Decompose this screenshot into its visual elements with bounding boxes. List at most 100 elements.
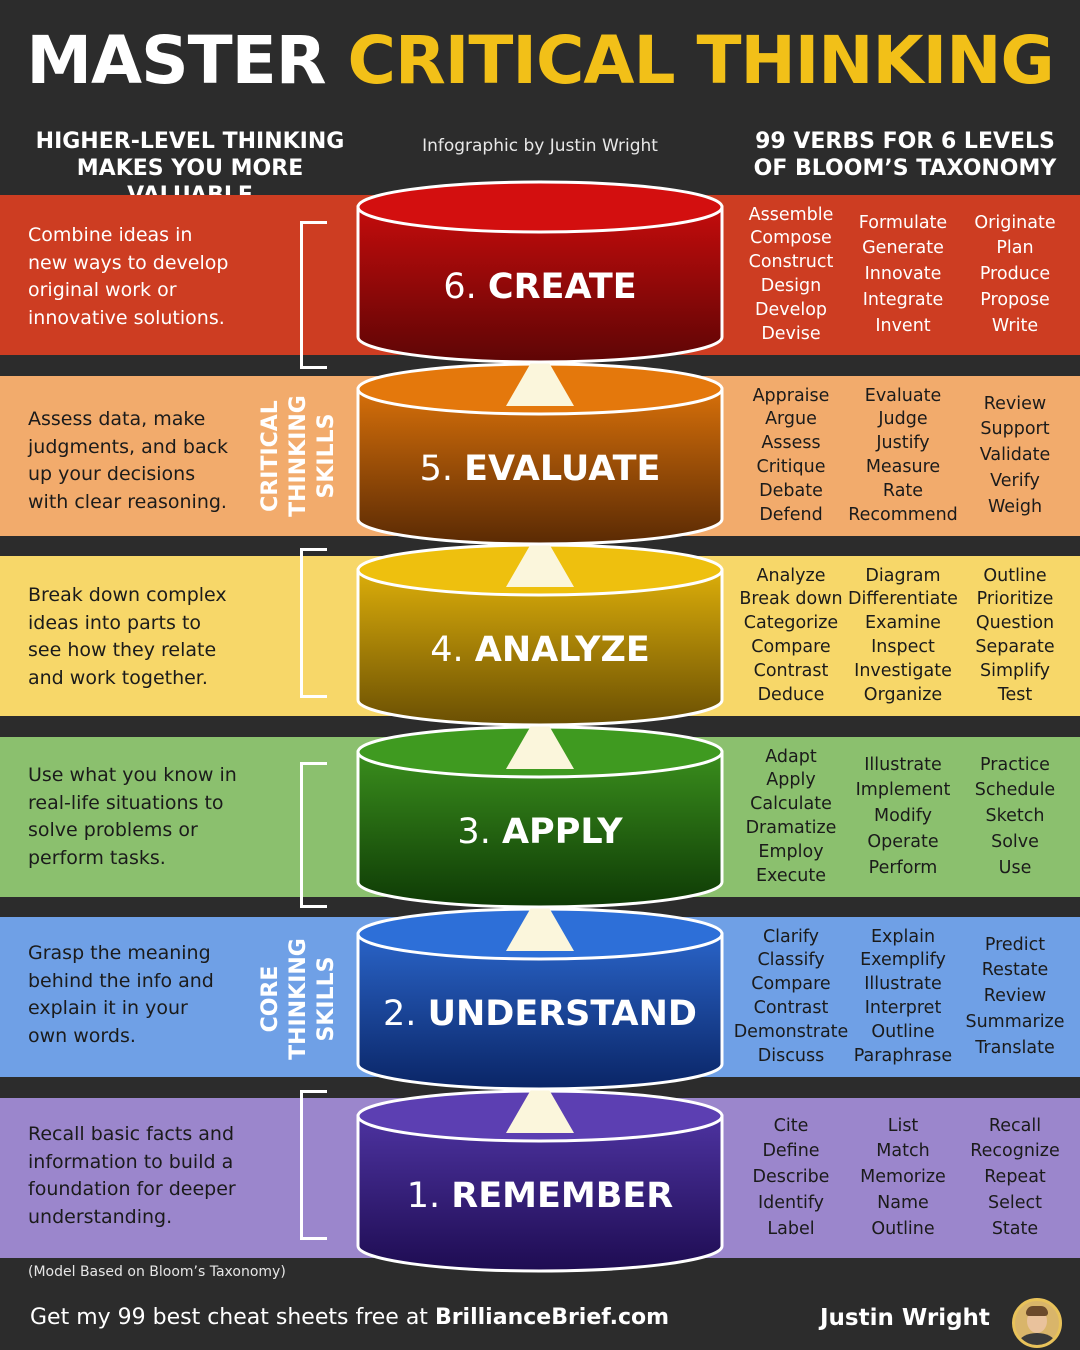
verb-item: Rate: [882, 480, 924, 501]
core-bracket-top: [300, 762, 327, 908]
cylinder-apply: [356, 710, 724, 909]
verb-item: Integrate: [862, 289, 944, 310]
core-bracket-bottom: [300, 1090, 327, 1240]
description-line: understanding.: [28, 1205, 173, 1228]
cylinder-top: [356, 180, 724, 234]
description-line: new ways to develop: [28, 251, 229, 274]
verb-item: Assess: [761, 433, 821, 454]
verb-item: Sketch: [985, 806, 1045, 827]
description-line: original work or: [28, 279, 177, 301]
footer-cta-text: Get my 99 best cheat sheets free at: [30, 1305, 428, 1330]
level-description: Combine ideas in new ways to develop origi…: [28, 222, 273, 332]
level-name: CREATE: [487, 267, 637, 307]
page-title: MASTER CRITICAL THINKING: [0, 22, 1080, 99]
verb-item: Differentiate: [848, 589, 958, 610]
cylinder-remember: [356, 1074, 724, 1273]
cylinder-body: [356, 932, 724, 1091]
verb-item: Predict: [984, 934, 1046, 955]
description-line: ideas into parts to: [28, 611, 202, 634]
verb-item: Apply: [766, 770, 816, 791]
verb-item: Select: [988, 1192, 1042, 1213]
title-part-white: MASTER: [26, 22, 326, 99]
description-line: see how they relate: [28, 639, 217, 661]
verb-item: Evaluate: [864, 385, 942, 406]
critical-bracket-top: [300, 221, 327, 369]
verb-item: Contrast: [753, 660, 829, 681]
verb-item: Write: [991, 315, 1039, 336]
level-number: 2.: [383, 994, 417, 1034]
cylinder-body: [356, 1114, 724, 1273]
up-arrow-icon: [506, 892, 574, 951]
cylinder-body: [356, 568, 724, 727]
cylinder-body: [356, 205, 724, 364]
verb-item: Verify: [990, 470, 1040, 491]
verb-item: Use: [998, 857, 1032, 878]
level-description: Assess data, make judgments, and back up y…: [28, 406, 273, 516]
verb-item: Separate: [975, 637, 1055, 657]
level-number: 5.: [419, 449, 453, 489]
verb-item: Diagram: [865, 565, 941, 586]
description-line: Recall basic facts and: [28, 1123, 235, 1145]
header-right-subtitle: 99 VERBS FOR 6 LEVELS OF BLOOM’S TAXONOM…: [735, 128, 1075, 182]
description-line: solve problems or: [28, 819, 198, 841]
footer-site-link[interactable]: BrillianceBrief.com: [434, 1305, 670, 1330]
verb-item: Weigh: [987, 496, 1043, 517]
verb-item: Illustrate: [864, 974, 942, 995]
verb-item: Contrast: [753, 998, 829, 1018]
cylinder-analyze: [356, 528, 724, 727]
header-right-line: OF BLOOM’S TAXONOMY: [753, 156, 1057, 181]
verb-item: Implement: [855, 780, 951, 801]
verb-item: Compose: [750, 228, 832, 249]
verb-item: Prioritize: [976, 589, 1054, 610]
verb-item: Inspect: [871, 637, 935, 657]
verb-item: Name: [877, 1192, 929, 1213]
verb-item: Match: [876, 1141, 930, 1162]
verb-item: Illustrate: [864, 754, 942, 775]
verb-item: Repeat: [984, 1167, 1046, 1188]
verb-item: Perform: [868, 857, 938, 878]
level-number: 1.: [406, 1176, 441, 1216]
verb-item: Categorize: [743, 613, 839, 634]
verb-item: Cite: [773, 1115, 809, 1136]
level-title-evaluate: 5. EVALUATE: [355, 449, 725, 489]
description-line: up your decisions: [28, 463, 196, 485]
up-arrow-icon: [506, 528, 574, 587]
verb-item: Adapt: [765, 746, 817, 767]
verb-item: Simplify: [979, 660, 1051, 681]
description-line: judgments, and back: [28, 435, 229, 458]
verb-item: Discuss: [757, 1045, 825, 1066]
description-line: innovative solutions.: [28, 306, 225, 329]
cylinder-evaluate: [356, 347, 724, 546]
verb-item: Assemble: [748, 204, 834, 225]
description-line: Assess data, make: [28, 408, 206, 430]
verb-item: Construct: [748, 252, 834, 273]
verb-item: Design: [760, 276, 822, 296]
title-part-yellow: CRITICAL THINKING: [347, 22, 1055, 99]
verb-item: Develop: [754, 299, 828, 320]
verb-item: Explain: [870, 926, 936, 947]
up-arrow-icon: [506, 1074, 574, 1133]
level-number: 6.: [443, 267, 477, 307]
description-line: Combine ideas in: [28, 224, 193, 246]
verb-item: List: [887, 1115, 919, 1136]
cylinder-create: [356, 180, 724, 364]
critical-bracket-bottom: [300, 548, 327, 698]
verb-item: Appraise: [752, 385, 830, 406]
header-right-line: 99 VERBS FOR 6 LEVELS: [755, 129, 1055, 154]
verb-item: Classify: [757, 950, 825, 971]
verb-item: Support: [980, 419, 1050, 440]
verb-item: Review: [983, 393, 1047, 414]
verb-item: Argue: [765, 409, 817, 430]
